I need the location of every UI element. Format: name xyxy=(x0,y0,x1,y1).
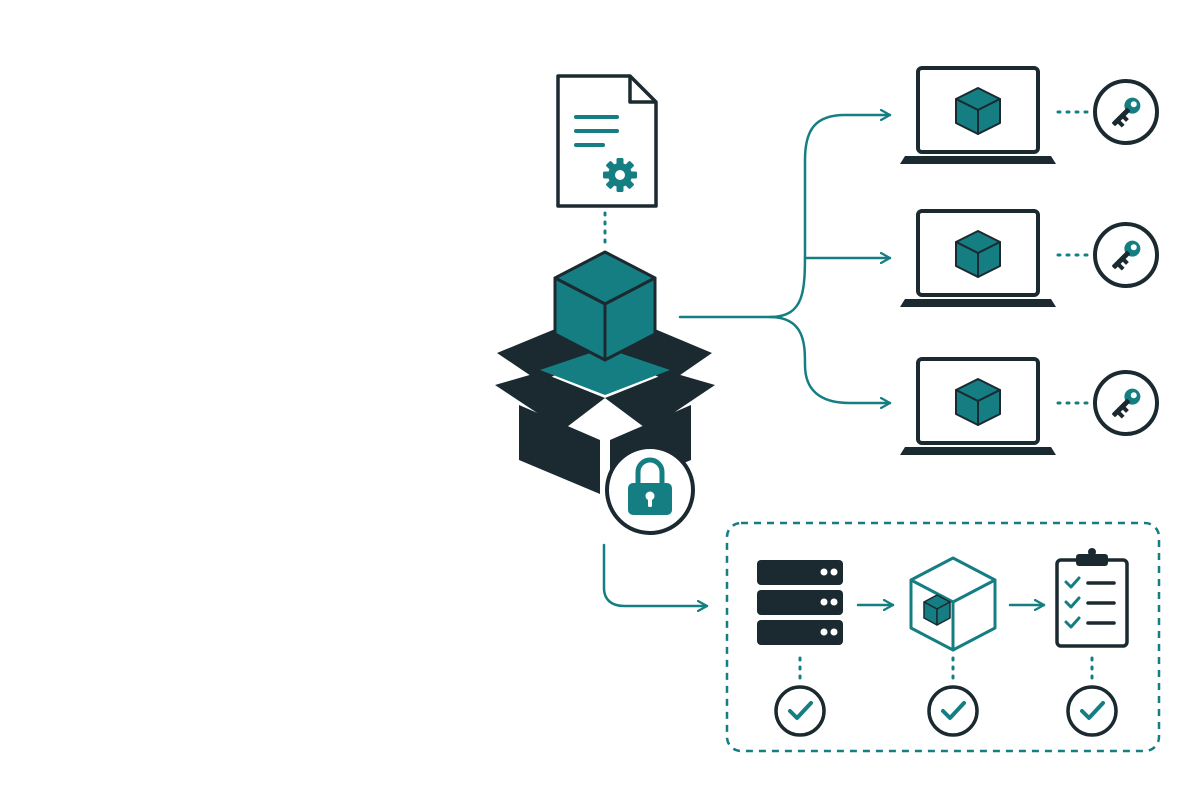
check-circle-icon xyxy=(1066,685,1118,737)
cube-icon xyxy=(553,250,657,362)
key-icon xyxy=(1093,370,1159,436)
pipeline-arrow xyxy=(602,543,709,606)
laptop-icon xyxy=(900,209,1056,307)
container-box-icon xyxy=(909,556,997,652)
lock-badge-icon xyxy=(605,445,695,535)
package-box-icon xyxy=(495,250,715,494)
cube-icon xyxy=(955,230,1001,278)
cube-icon xyxy=(955,378,1001,426)
checklist-clipboard-icon xyxy=(1055,548,1129,648)
check-circle-icon xyxy=(774,685,826,737)
distribution-arrows xyxy=(678,115,892,403)
check-circle-icon xyxy=(927,685,979,737)
key-icon xyxy=(1093,222,1159,288)
laptop-icon xyxy=(900,357,1056,455)
gear-icon xyxy=(603,158,637,192)
inner-cube-icon xyxy=(923,594,951,626)
config-document-icon xyxy=(556,74,658,208)
pipeline-container xyxy=(725,521,1161,753)
cube-icon xyxy=(955,87,1001,135)
server-icon xyxy=(757,560,843,645)
key-icon xyxy=(1093,79,1159,145)
laptop-icon xyxy=(900,66,1056,164)
